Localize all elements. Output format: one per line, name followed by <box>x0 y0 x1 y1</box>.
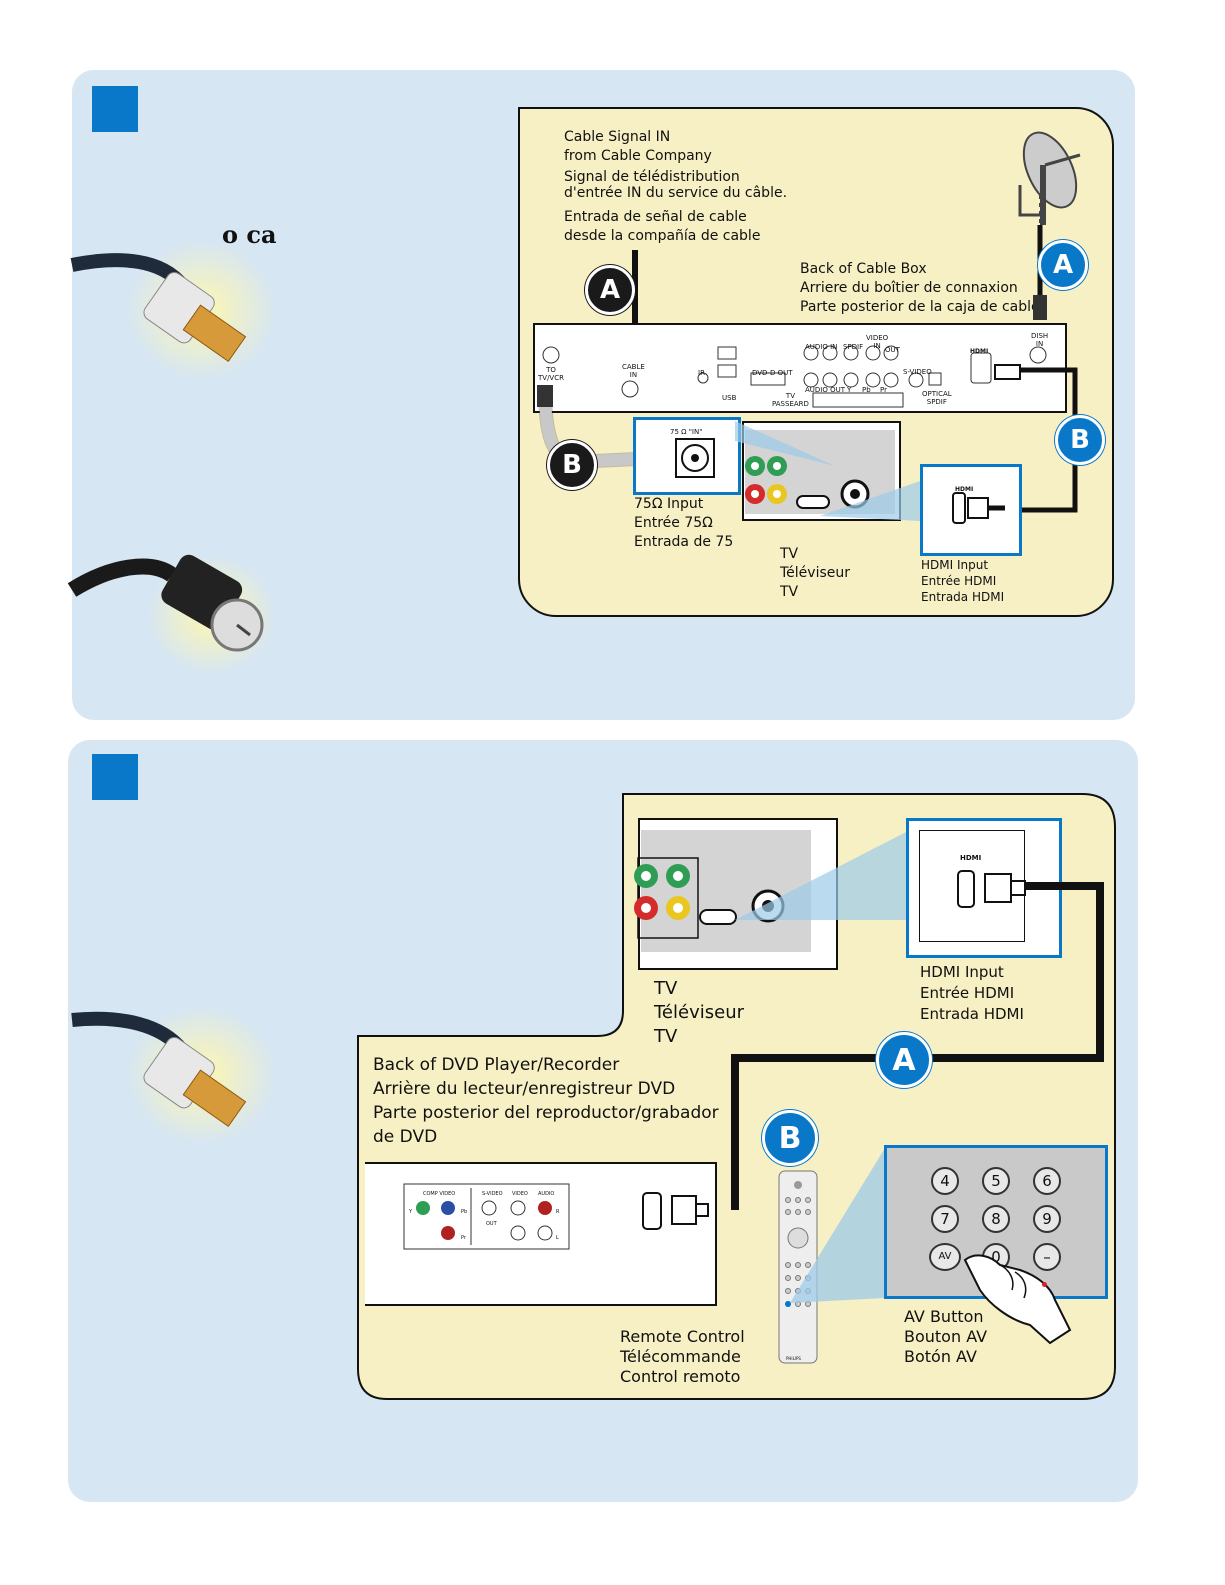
badge-b-coax: B <box>547 440 597 490</box>
coax-jack-icon <box>675 438 715 478</box>
badge-a-cable: A <box>585 265 635 315</box>
tv-rear-panel-2-inner <box>641 830 811 952</box>
port-usb: USB <box>722 394 737 402</box>
port-cable-in: CABLE IN <box>622 363 645 379</box>
port-video-in: VIDEO IN <box>866 334 889 350</box>
keypad-key-9[interactable]: 9 <box>1033 1205 1061 1233</box>
port-to-tv-vcr: TO TV/VCR <box>538 366 564 382</box>
badge-a-hdmi-2: A <box>876 1032 932 1088</box>
instruction-text-fragment: o ca <box>222 220 277 249</box>
port-pr: Pr <box>880 386 887 394</box>
dvd-port-pb: Pb <box>461 1209 468 1215</box>
dvd-port-l: L <box>556 1235 559 1241</box>
dvd-port-pr: Pr <box>461 1235 466 1241</box>
keypad-key-4[interactable]: 4 <box>931 1167 959 1195</box>
cable-signal-label-fr: Signal de télédistribution d'entrée IN d… <box>564 169 788 201</box>
port-dish-in: DISH IN <box>1031 332 1049 348</box>
dvd-port-y: Y <box>409 1209 413 1215</box>
zoom-beam-tv <box>735 421 920 521</box>
coax-cable-image <box>67 554 277 675</box>
satellite-dish-icon <box>1018 131 1081 320</box>
badge-b-hdmi: B <box>1055 415 1105 465</box>
tv-label-panel1: TV Téléviseur TV <box>780 546 850 600</box>
keypad-key-dash[interactable]: – <box>1033 1243 1061 1271</box>
dvd-port-out: OUT <box>486 1221 497 1227</box>
hdmi-cable-image <box>70 240 277 380</box>
dvd-port-comp-video: COMP VIDEO <box>423 1191 456 1197</box>
port-s-video: S-VIDEO <box>903 368 932 376</box>
keypad-key-5[interactable]: 5 <box>982 1167 1010 1195</box>
hdmi-input-label-panel2: HDMI Input Entrée HDMI Entrada HDMI <box>920 963 1024 1023</box>
dvd-back-label: Back of DVD Player/Recorder Arrière du l… <box>373 1055 719 1147</box>
dvd-port-video: VIDEO <box>512 1191 528 1197</box>
port-hdmi: HDMI <box>970 348 989 355</box>
dvd-port-s-video: S-VIDEO <box>482 1191 503 1197</box>
port-pb: Pb <box>862 386 871 394</box>
hdmi-port-icon-2 <box>957 870 1026 908</box>
cable-signal-label-es: Entrada de señal de cable desde la compa… <box>564 209 761 244</box>
input-75-label: 75Ω Input Entrée 75Ω Entrada de 75 <box>634 496 734 550</box>
step-number-box-1 <box>92 86 138 132</box>
cable-box-ports <box>542 345 1047 408</box>
step-number-box-2 <box>92 754 138 800</box>
remote-brand: PHILIPS <box>786 1356 801 1361</box>
dvd-ports <box>403 1183 570 1250</box>
keypad-key-6[interactable]: 6 <box>1033 1167 1061 1195</box>
back-of-cable-box-label: Back of Cable Box Arriere du boîtier de … <box>800 261 1040 315</box>
hdmi-input-label-panel1: HDMI Input Entrée HDMI Entrada HDMI <box>921 558 1005 604</box>
cable-signal-label: Cable Signal IN from Cable Company <box>564 129 712 164</box>
hdmi-zoom-label: HDMI <box>955 486 974 493</box>
keypad-key-av[interactable]: AV <box>929 1243 961 1271</box>
port-dvd-d-out: DVD-D OUT <box>752 369 793 377</box>
ohm-label: 75 Ω "IN" <box>670 428 703 436</box>
red-indicator-dot <box>1042 1282 1047 1287</box>
hdmi-zoom-label-2: HDMI <box>960 854 982 862</box>
zoom-beam-remote <box>790 1148 885 1303</box>
keypad-key-7[interactable]: 7 <box>931 1205 959 1233</box>
port-video-out: OUT <box>885 346 900 354</box>
tv-ports <box>745 456 870 509</box>
av-button-label: AV Button Bouton AV Botón AV <box>904 1307 988 1366</box>
badge-a-dish: A <box>1038 240 1088 290</box>
badge-b-remote: B <box>762 1110 818 1166</box>
port-audio-in: AUDIO IN <box>805 343 838 351</box>
port-audio-out: AUDIO OUT <box>805 386 846 394</box>
hand-pointer-icon <box>963 1254 1072 1345</box>
hdmi-port-icon <box>952 492 1005 524</box>
dvd-port-r: R <box>556 1209 560 1215</box>
dvd-port-audio: AUDIO <box>538 1191 555 1197</box>
port-spdif: SPDIF <box>843 343 864 351</box>
dvd-hdmi-plug <box>642 1192 709 1230</box>
port-y: Y <box>847 386 852 394</box>
port-ir: IR <box>698 369 705 377</box>
remote-control-label: Remote Control Télécommande Control remo… <box>620 1327 745 1386</box>
zoom-beam-tv-2 <box>735 830 910 920</box>
hdmi-cable-image-2 <box>71 1005 277 1145</box>
hdmi-wire-panel2 <box>731 882 1104 1210</box>
port-tv-passeard: TV PASSEARD <box>772 392 809 408</box>
port-optical-spdif: OPTICAL SPDIF <box>922 390 952 406</box>
tv-label-panel2: TV Téléviseur TV <box>654 978 744 1047</box>
keypad-key-8[interactable]: 8 <box>982 1205 1010 1233</box>
